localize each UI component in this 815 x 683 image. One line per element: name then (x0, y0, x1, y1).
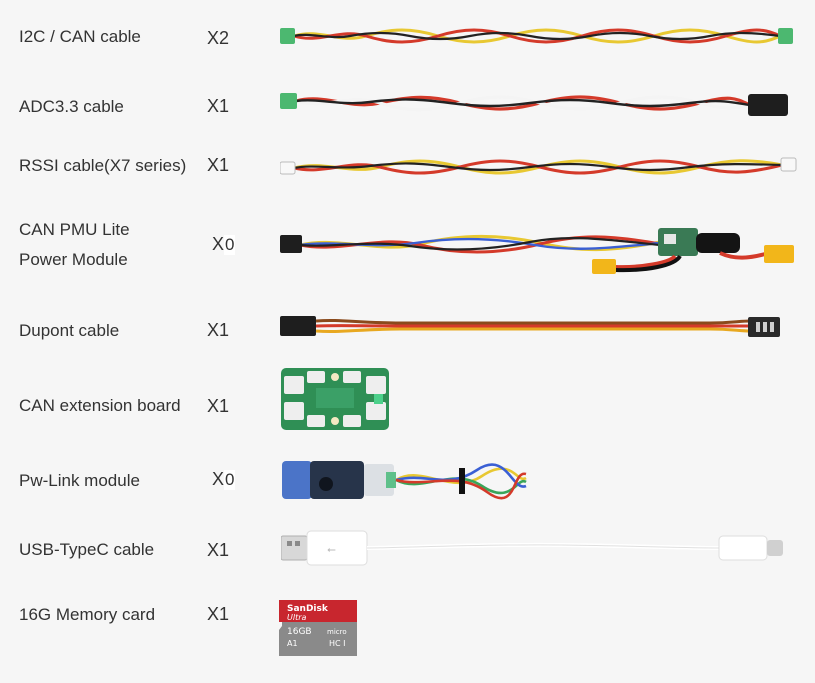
power-module-icon (280, 228, 794, 274)
item-label-pw-link-module: Pw-Link module (19, 471, 140, 490)
svg-text:micro: micro (327, 628, 347, 636)
usb-cable-icon: ⭠ (281, 530, 783, 566)
item-qty-rssi-cable: X1 (207, 155, 230, 175)
item-label-rssi-cable: RSSI cable(X7 series) (19, 156, 187, 175)
svg-text:SanDisk: SanDisk (287, 604, 329, 614)
item-qty-can-extension-board: X1 (207, 396, 230, 416)
item-qty-adc-cable: X1 (207, 96, 230, 116)
item-label-can-pmu-line2: Power Module (19, 250, 128, 269)
item-label-usb-typec-cable: USB-TypeC cable (19, 540, 155, 559)
item-label-memory-card: 16G Memory card (19, 605, 156, 624)
item-label-can-pmu-line1: CAN PMU Lite (19, 220, 130, 239)
svg-text:Ultra: Ultra (287, 613, 307, 622)
wireless-module-icon (282, 461, 527, 500)
item-qty-pw-link-module: X0 (212, 469, 236, 490)
twisted-cable-icon (280, 157, 797, 175)
memory-card-icon: SanDisk Ultra 16GB micro A1 HC I (279, 600, 357, 656)
svg-text:A1: A1 (287, 639, 298, 648)
item-qty-i2c-can-cable: X2 (207, 28, 230, 48)
twisted-cable-icon (280, 93, 788, 116)
item-label-adc-cable: ADC3.3 cable (19, 97, 124, 116)
circuit-board-icon (281, 368, 389, 430)
item-qty-memory-card: X1 (207, 604, 230, 624)
dupont-cable-icon (280, 316, 780, 337)
item-qty-dupont-cable: X1 (207, 320, 230, 340)
item-label-dupont-cable: Dupont cable (19, 321, 120, 340)
svg-text:⭠: ⭠ (327, 543, 336, 556)
item-qty-usb-typec-cable: X1 (207, 540, 230, 560)
twisted-cable-icon (280, 28, 793, 44)
item-label-i2c-can-cable: I2C / CAN cable (19, 27, 141, 46)
item-qty-can-pmu: X0 (212, 234, 236, 255)
item-label-can-extension-board: CAN extension board (19, 396, 181, 415)
svg-text:HC I: HC I (329, 639, 346, 648)
svg-text:16GB: 16GB (287, 627, 312, 637)
